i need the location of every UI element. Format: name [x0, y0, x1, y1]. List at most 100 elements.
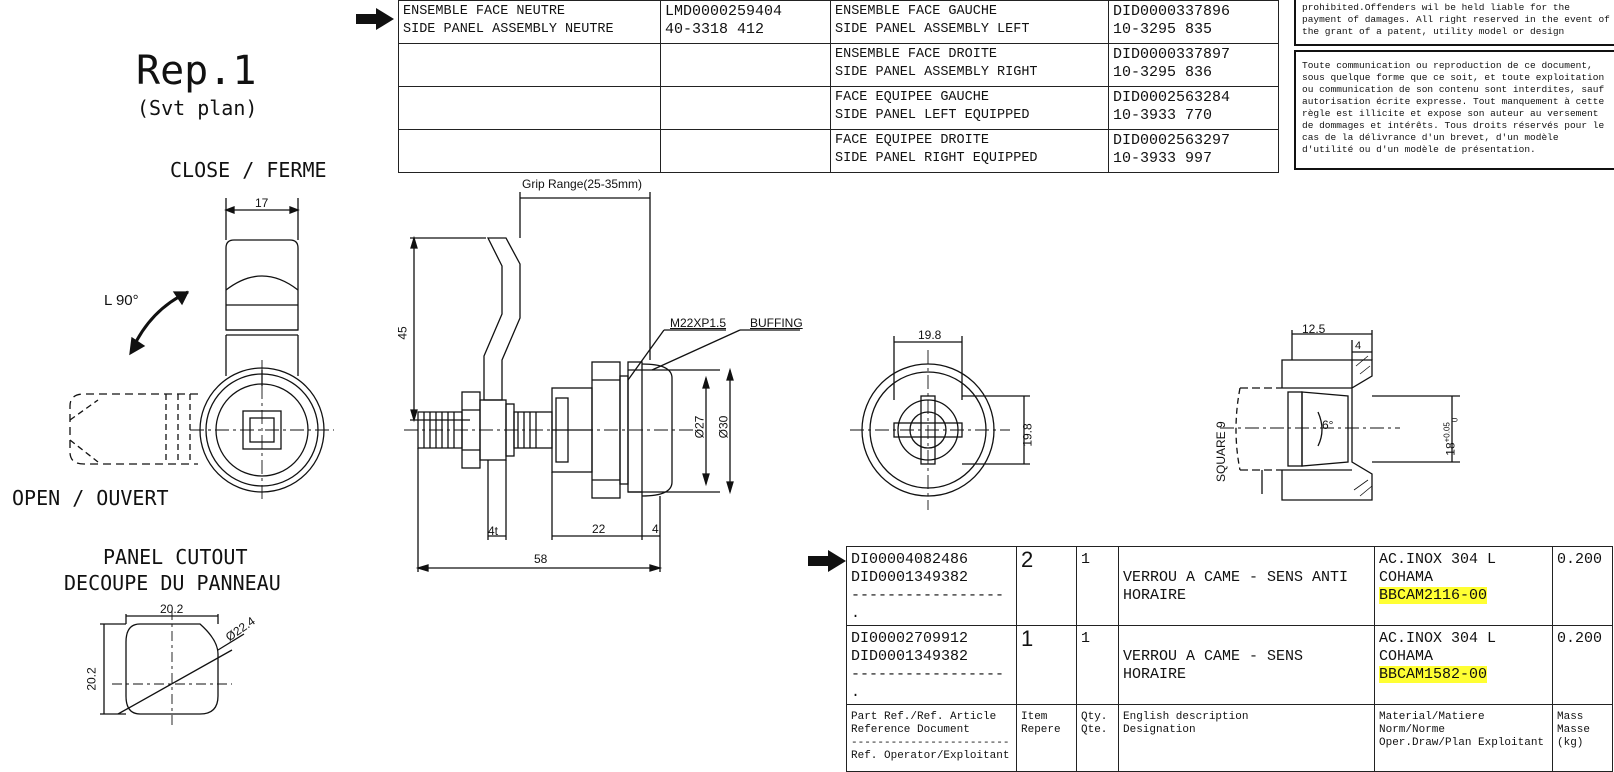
dim-45: 45 — [395, 326, 410, 340]
assembly-row: FACE EQUIPEE DROITE SIDE PANEL RIGHT EQUI… — [398, 129, 1279, 173]
panel-cutout-shape — [100, 610, 245, 728]
rep-title: Rep.1 — [136, 48, 257, 94]
cam-lock-face-view — [850, 336, 1030, 510]
dim-18-value: 18 — [1443, 442, 1458, 456]
dim-4: 4 — [652, 522, 659, 536]
legal-line: payment of damages. All right reserved i… — [1302, 14, 1610, 25]
open-ouvert-label: OPEN / OUVERT — [12, 486, 169, 510]
assembly-ref-cell — [660, 86, 831, 130]
dim-d30: Ø30 — [716, 415, 731, 439]
legal-line: sous quelque forme que ce soit, et toute… — [1302, 72, 1605, 83]
legal-notice-fr: Toute communication ou reproduction de c… — [1294, 50, 1614, 170]
cell-text: LMD0000259404 — [665, 3, 783, 20]
cell-text: 10-3933 770 — [1113, 107, 1213, 124]
dim-22: 22 — [592, 522, 606, 536]
highlighted-drawing-ref: BBCAM1582-00 — [1379, 666, 1488, 683]
cell-text: SIDE PANEL ASSEMBLY LEFT — [835, 22, 1030, 37]
dim-18-tol-low: 0 — [1450, 417, 1460, 423]
quantity-cell: 1 — [1076, 625, 1119, 705]
dim-17: 17 — [255, 196, 269, 210]
assembly-cell — [398, 129, 661, 173]
cell-text: 10-3933 997 — [1113, 150, 1213, 167]
legal-notice-en: prohibited.Offenders wil be held liable … — [1294, 0, 1614, 46]
panel-cutout-label: PANEL CUTOUT — [103, 545, 248, 569]
cam-lock-section-view — [1220, 330, 1460, 501]
cell-text: SIDE PANEL ASSEMBLY RIGHT — [835, 65, 1038, 80]
legal-line: d'utilité ou d'un modèle de présentation… — [1302, 144, 1536, 155]
decoupe-label: DECOUPE DU PANNEAU — [64, 571, 281, 595]
dim-58: 58 — [534, 552, 548, 566]
dim-18-tol-up: +0.05 — [1442, 422, 1452, 443]
mass-cell: 0.200 — [1552, 546, 1613, 626]
assembly-cell — [398, 86, 661, 130]
cell-text: SIDE PANEL LEFT EQUIPPED — [835, 108, 1030, 123]
cell-text: ENSEMBLE FACE DROITE — [835, 47, 998, 62]
assembly-table: ENSEMBLE FACE NEUTRE SIDE PANEL ASSEMBLY … — [398, 0, 1279, 173]
cell-text: SIDE PANEL ASSEMBLY NEUTRE — [403, 22, 614, 37]
dim-6-deg: 6° — [1322, 418, 1334, 432]
cell-text: SIDE PANEL RIGHT EQUIPPED — [835, 151, 1038, 166]
dim-grip-range: Grip Range(25-35mm) — [522, 177, 643, 191]
item-number: 1 — [1016, 625, 1077, 705]
cell-text: ENSEMBLE FACE NEUTRE — [403, 4, 566, 19]
cell-text: FACE EQUIPEE GAUCHE — [835, 90, 989, 105]
assembly-ref-cell — [660, 43, 831, 87]
assembly-ref-cell — [660, 129, 831, 173]
item-number: 2 — [1016, 546, 1077, 626]
assembly-cell: ENSEMBLE FACE NEUTRE SIDE PANEL ASSEMBLY … — [398, 0, 661, 44]
cell-text: 10-3295 835 — [1113, 21, 1213, 38]
dim-m22: M22XP1.5 — [670, 316, 727, 330]
dim-4-section: 4 — [1355, 340, 1362, 352]
legal-line: Toute communication ou reproduction de c… — [1302, 60, 1593, 71]
arrow-marker-icon — [808, 550, 846, 572]
cam-lock-front-view — [69, 198, 334, 500]
cell-text: DID0000337896 — [1113, 3, 1231, 20]
mass-cell: 0.200 — [1552, 625, 1613, 705]
header-qty: Qty.Qte. — [1076, 704, 1119, 772]
legal-line: de dommages et intérêts. Tous droits rés… — [1302, 120, 1605, 131]
assembly-row: ENSEMBLE FACE NEUTRE SIDE PANEL ASSEMBLY … — [398, 0, 1279, 44]
dim-4t: 4t — [488, 524, 499, 538]
cell-text: DID0002563297 — [1113, 132, 1231, 149]
legal-line: ou communication de son contenu sont int… — [1302, 84, 1605, 95]
dim-square-9: SQUARE 9 — [1214, 421, 1228, 482]
legal-line: prohibited.Offenders wil be held liable … — [1302, 2, 1570, 13]
dim-12-5: 12.5 — [1302, 322, 1326, 336]
cell-text: DID0002563284 — [1113, 89, 1231, 106]
cell-text: 40-3318 412 — [665, 21, 765, 38]
dim-d27: Ø27 — [692, 415, 707, 439]
highlighted-drawing-ref: BBCAM2116-00 — [1379, 587, 1488, 604]
dim-l90: L 90° — [104, 292, 139, 309]
legal-line: cas de la délivrance d'un brevet, d'un m… — [1302, 132, 1559, 143]
dim-cutout-20-2-top: 20.2 — [160, 602, 184, 616]
arrow-marker-icon — [356, 8, 394, 30]
close-ferme-label: CLOSE / FERME — [170, 158, 327, 182]
legal-line: autorisation écrite expresse. Tout manqu… — [1302, 96, 1605, 107]
svt-plan-label: (Svt plan) — [137, 96, 258, 120]
cell-text: FACE EQUIPEE DROITE — [835, 133, 989, 148]
dim-buffing: BUFFING — [750, 316, 803, 330]
legal-line: règle est illicite et expose son auteur … — [1302, 108, 1599, 119]
cell-text: DID0000337897 — [1113, 46, 1231, 63]
assembly-cell: FACE EQUIPEE DROITE SIDE PANEL RIGHT EQUI… — [830, 129, 1109, 173]
cell-text: 10-3295 836 — [1113, 64, 1213, 81]
